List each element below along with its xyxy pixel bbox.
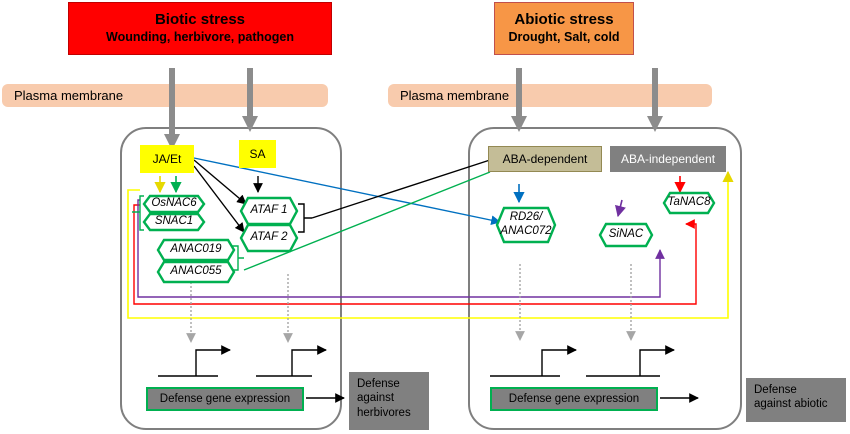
anac055-label: ANAC055 xyxy=(170,265,222,277)
abiotic-stress-subtitle: Drought, Salt, cold xyxy=(508,30,620,45)
output-left-line1: Defense xyxy=(357,378,400,390)
tanac8-label: TaNAC8 xyxy=(667,196,711,208)
abiotic-cell xyxy=(468,127,742,430)
snac1-label: SNAC1 xyxy=(154,215,194,227)
output-right-line2: against abiotic xyxy=(754,398,828,411)
anac055-hexagon xyxy=(156,260,236,284)
output-left-line2: against xyxy=(357,392,395,405)
defense-against-herbivores-box: Defense against herbivores xyxy=(349,372,429,430)
rd26-hexagon xyxy=(495,206,557,244)
biotic-stress-title: Biotic stress xyxy=(154,11,246,29)
rd26-label-line1: RD26/ xyxy=(509,211,543,223)
ataf2-label: ATAF 2 xyxy=(250,231,288,243)
anac019-hexagon xyxy=(156,238,236,262)
anac019-label: ANAC019 xyxy=(170,243,222,255)
sa-box: SA xyxy=(239,140,276,168)
abiotic-stress-header: Abiotic stress Drought, Salt, cold xyxy=(494,2,634,55)
biotic-stress-header: Biotic stress Wounding, herbivore, patho… xyxy=(68,2,332,55)
osnac6-hexagon xyxy=(142,194,206,214)
plasma-membrane-right: Plasma membrane xyxy=(388,84,712,107)
output-left-line3: herbivores xyxy=(357,406,411,419)
biotic-cell xyxy=(120,127,342,430)
rd26-label-line2: ANAC072 xyxy=(500,224,552,237)
defense-gene-expression-right: Defense gene expression xyxy=(490,387,658,411)
snac1-hexagon xyxy=(142,212,206,232)
sinac-label: SiNAC xyxy=(608,228,644,240)
ataf1-label: ATAF 1 xyxy=(250,204,288,216)
osnac6-label: OsNAC6 xyxy=(151,197,197,209)
biotic-stress-subtitle: Wounding, herbivore, pathogen xyxy=(106,30,294,45)
rd26-label: RD26/ ANAC072 xyxy=(499,211,553,239)
tanac8-hexagon xyxy=(662,191,716,215)
abiotic-stress-title: Abiotic stress xyxy=(514,11,614,29)
defense-against-abiotic-box: Defense against abiotic xyxy=(746,378,846,422)
membrane-arrows xyxy=(164,68,663,150)
plasma-membrane-left: Plasma membrane xyxy=(2,84,328,107)
crosstalk-lines xyxy=(127,170,734,319)
ja-et-box: JA/Et xyxy=(140,145,194,173)
defense-gene-expression-left: Defense gene expression xyxy=(146,387,304,411)
aba-dependent-box: ABA-dependent xyxy=(488,146,602,172)
output-right-line1: Defense xyxy=(754,384,797,396)
ataf2-hexagon xyxy=(239,223,299,253)
aba-independent-box: ABA-independent xyxy=(610,146,726,172)
sinac-hexagon xyxy=(598,222,654,248)
